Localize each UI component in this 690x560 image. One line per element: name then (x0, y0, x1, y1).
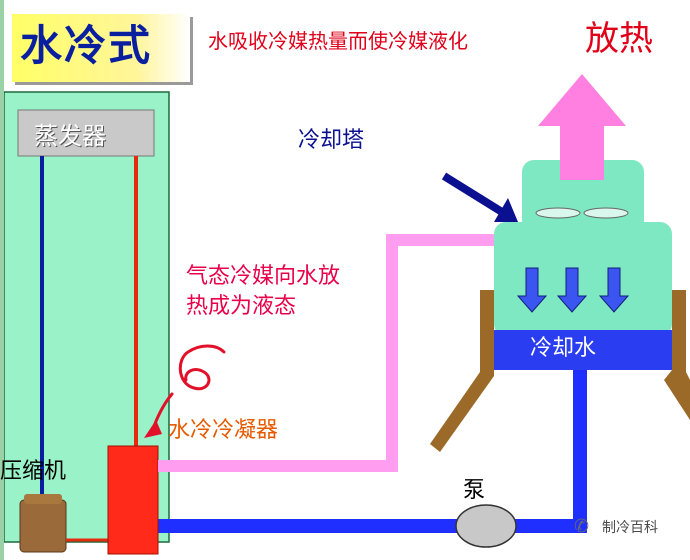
fan-blade-left (535, 207, 581, 219)
compressor-label: 压缩机 (0, 459, 67, 484)
down-arrow (556, 267, 588, 313)
note-line-1: 气态冷媒向水放 (186, 264, 341, 289)
subtitle: 水吸收冷媒热量而使冷媒液化 (208, 29, 468, 53)
tower-main (494, 222, 672, 336)
pump-body (455, 504, 517, 548)
condensation-note: 气态冷媒向水放 热成为液态 (186, 262, 386, 321)
down-arrow (598, 267, 630, 313)
watermark: 制冷百科 (602, 520, 658, 536)
heat-release-label: 放热 (585, 19, 653, 59)
cooling-tower-label: 冷却塔 (298, 128, 365, 153)
evaporator-label: 蒸发器 (34, 122, 106, 150)
note-line-2: 热成为液态 (186, 293, 297, 319)
condenser-box (107, 445, 159, 555)
compressor-cap (24, 494, 62, 504)
heat-release-arrow (538, 74, 626, 180)
tower-leg-left (430, 290, 494, 452)
tower-leg-right-diag (664, 370, 690, 420)
annotation-arrow-head (144, 420, 162, 438)
pump-label: 泵 (463, 478, 486, 503)
tower-pointer-arrow (441, 172, 518, 222)
cooling-water-line (119, 370, 587, 533)
wechat-icon: ✆ (574, 516, 590, 537)
evaporator-box (17, 109, 155, 157)
title-box (12, 14, 190, 82)
compressor-body (19, 499, 67, 553)
cooling-water-label: 冷却水 (530, 336, 597, 361)
down-arrow (516, 267, 548, 313)
condenser-label: 水冷冷凝器 (168, 418, 279, 443)
water-basin (494, 330, 672, 370)
falling-water-arrows (516, 267, 630, 313)
page-title: 水冷式 (20, 21, 153, 70)
fan-blade-right (583, 207, 629, 219)
panel-border-left (0, 0, 4, 560)
